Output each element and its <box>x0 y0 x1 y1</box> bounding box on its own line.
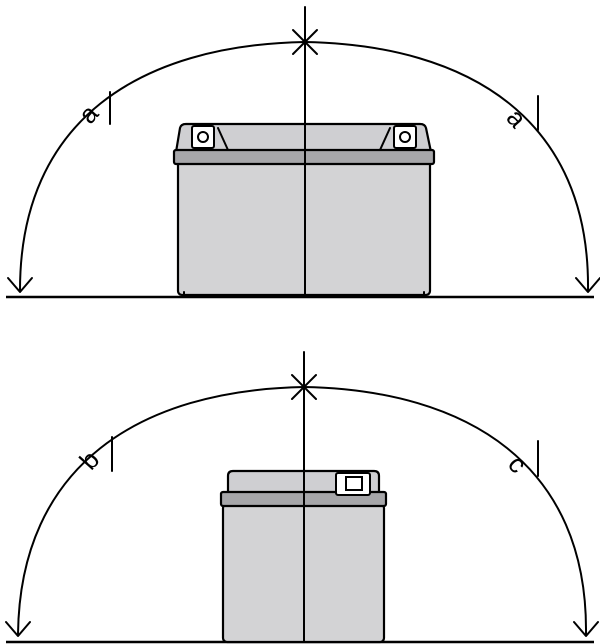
top-right-terminal <box>393 125 417 149</box>
bottom-terminal <box>335 472 371 496</box>
top-panel: a a <box>6 6 600 299</box>
top-battery-foot <box>183 291 425 298</box>
top-right-arrowhead <box>575 277 600 293</box>
bottom-left-arrowhead <box>5 621 31 637</box>
bottom-apex-cross <box>291 374 317 400</box>
bottom-right-label: c <box>502 449 533 479</box>
top-left-terminal <box>191 125 215 149</box>
top-battery-top-cover <box>174 122 433 154</box>
top-right-label: a <box>501 103 533 134</box>
top-left-arrowhead <box>7 277 33 293</box>
top-apex-cross <box>292 29 318 55</box>
bottom-right-arrowhead <box>573 621 599 637</box>
bottom-panel: b c <box>5 351 599 644</box>
